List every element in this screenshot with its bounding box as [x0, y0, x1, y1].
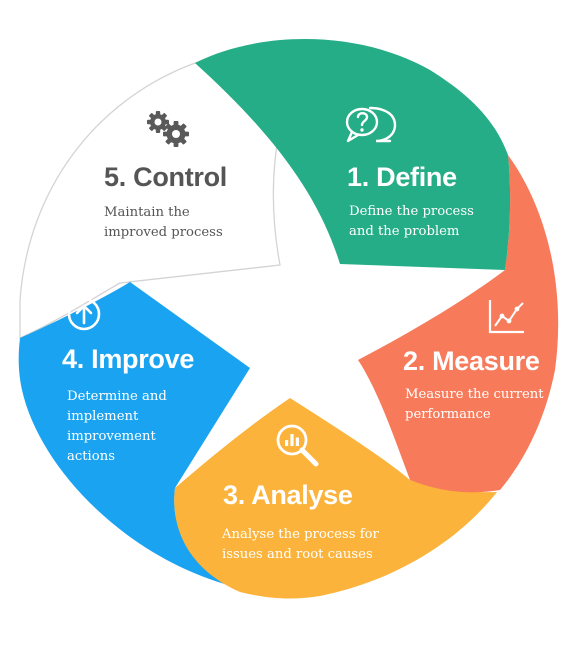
improve-segment-shape	[18, 282, 250, 588]
segment-define: 1. Define Define the process and the pro…	[195, 39, 511, 270]
define-title: 1. Define	[347, 162, 457, 192]
segment-measure: 2. Measure Measure the current performan…	[358, 155, 559, 493]
improve-desc-line-2: implement	[67, 409, 139, 424]
define-segment-shape	[195, 39, 511, 270]
segment-analyse: 3. Analyse Analyse the process for issue…	[174, 398, 497, 599]
control-desc-line-1: Maintain the	[104, 205, 190, 220]
segment-control: 5. Control Maintain the improved process	[19, 53, 307, 340]
segment-improve: 4. Improve Determine and implement impro…	[18, 282, 250, 588]
improve-desc-line-4: actions	[67, 449, 115, 464]
analyse-desc-line-1: Analyse the process for	[221, 527, 380, 542]
analyse-segment-shape	[174, 398, 497, 599]
gears-icon	[147, 111, 189, 147]
analyse-desc-line-2: issues and root causes	[222, 547, 373, 562]
control-title: 5. Control	[104, 162, 227, 192]
define-desc-line-2: and the problem	[349, 224, 460, 239]
measure-desc-line-1: Measure the current	[405, 387, 544, 402]
analyse-title: 3. Analyse	[223, 480, 353, 510]
measure-title: 2. Measure	[403, 346, 540, 376]
circle-up-arrow-icon	[67, 297, 101, 331]
improve-desc-line-1: Determine and	[67, 389, 167, 404]
measure-segment-shape	[358, 155, 559, 493]
define-desc-line-1: Define the process	[349, 204, 474, 219]
line-chart-icon	[488, 300, 524, 334]
control-desc-line-2: improved process	[104, 225, 223, 240]
measure-desc-line-2: performance	[405, 407, 491, 422]
magnifier-bar-chart-icon	[276, 424, 319, 467]
improve-desc-line-3: improvement	[67, 429, 156, 444]
question-speech-bubbles-icon	[345, 106, 397, 143]
improve-title: 4. Improve	[62, 344, 194, 374]
